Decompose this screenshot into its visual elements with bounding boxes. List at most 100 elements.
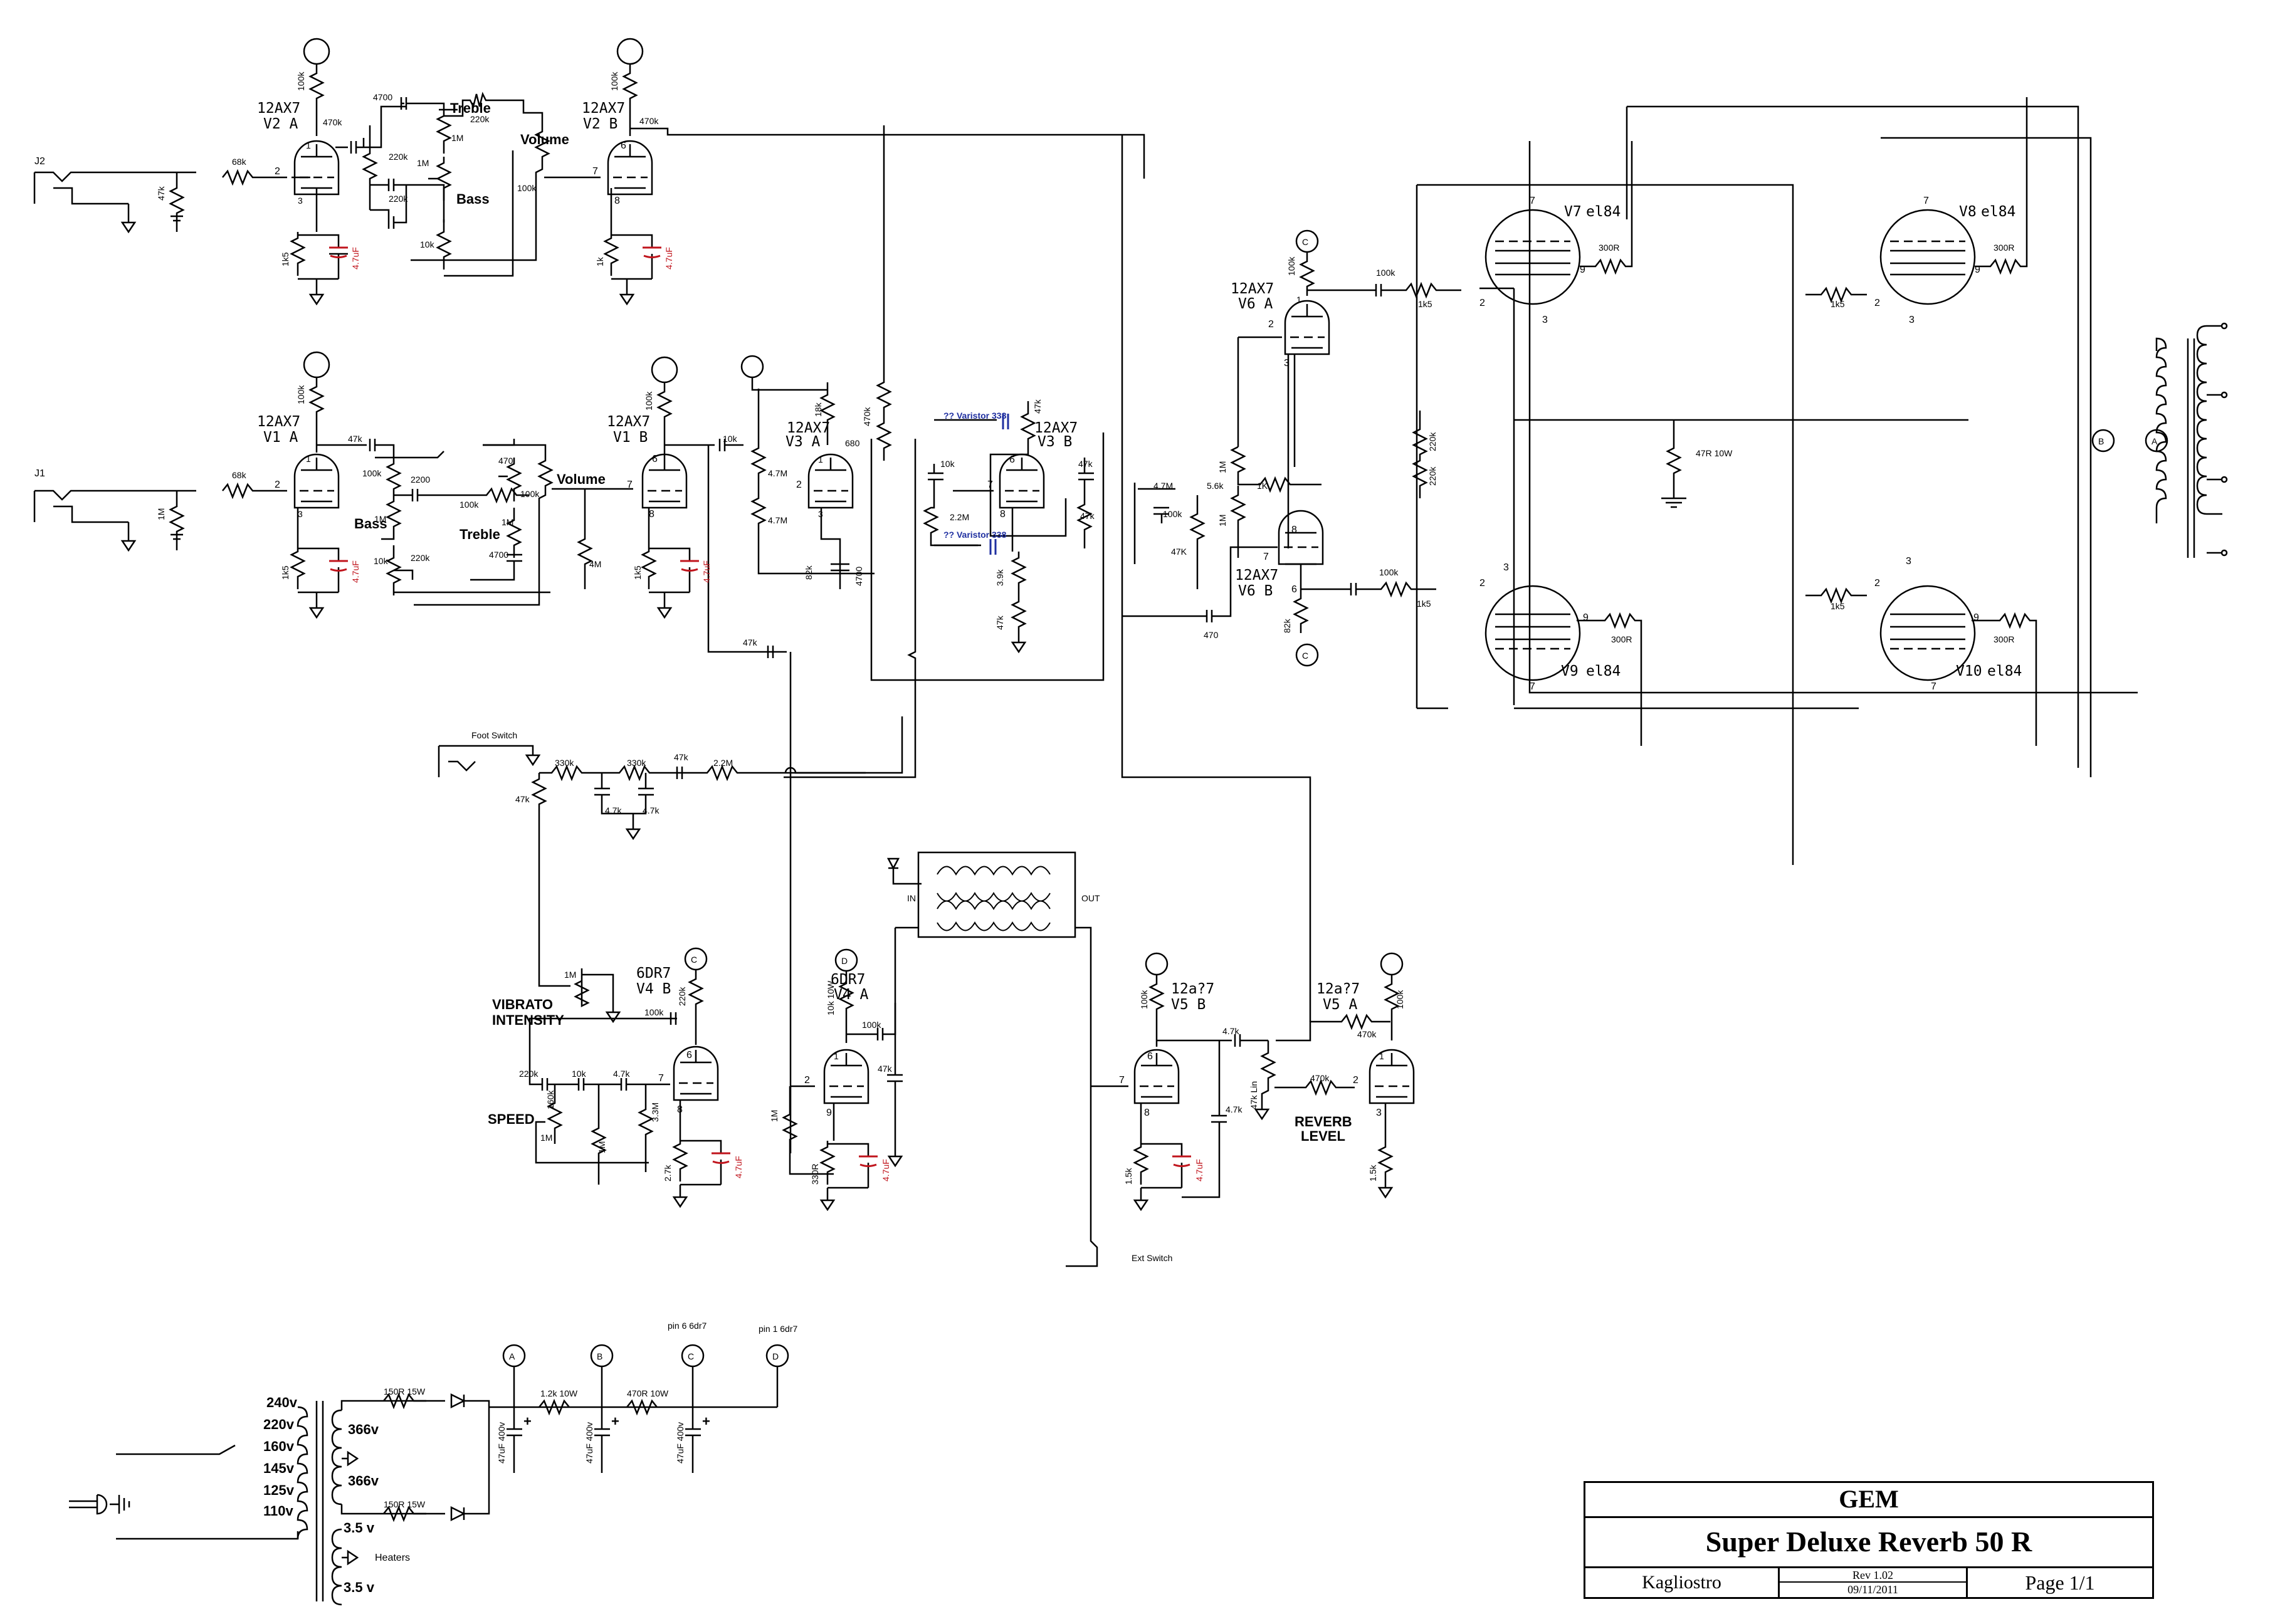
pt-heater-secondary (331, 1528, 359, 1606)
fs-47k-down (531, 773, 570, 987)
v4a-cathode-cap: 4.7uF (881, 1159, 891, 1181)
ot-tap-4 (2220, 549, 2228, 557)
v4a-id: V4 A (834, 987, 869, 1003)
v4b-pin8: 8 (677, 1104, 683, 1115)
tube-v7-grids (1495, 249, 1570, 276)
tube-v5b-envelope (1133, 1049, 1180, 1104)
v10-pin9: 9 (1973, 612, 1979, 623)
v2b-plate-r: 100k (609, 71, 619, 91)
jack-j1-label: J1 (34, 468, 45, 479)
tone-220k-2: 220k (389, 194, 408, 204)
v5b-id: V5 B (1171, 997, 1206, 1013)
sec-366-a: 366v (348, 1422, 379, 1437)
v4b-cathode-cap: 4.7uF (733, 1156, 743, 1178)
intensity-pot (574, 968, 621, 1024)
node-d-rev-label: D (841, 956, 848, 966)
v6a-plate (1299, 252, 1461, 299)
v9-pin7: 7 (1530, 681, 1535, 692)
v10-screen-r (1805, 587, 2037, 746)
v3a-pin2: 2 (796, 479, 802, 490)
tube-v4a-electrodes (831, 1053, 862, 1141)
v6b-pin7: 7 (1263, 552, 1269, 562)
vib-220k: 220k (519, 1069, 539, 1079)
cap-47k-node (767, 646, 774, 658)
v6b-id: V6 B (1238, 583, 1273, 599)
tap-110: 110v (263, 1503, 293, 1519)
v3a-plate (819, 125, 892, 461)
vib-3m3: 3.3M (650, 1103, 660, 1122)
v2a-id: V2 A (263, 116, 298, 132)
v1b-cathode-cap: 4.7uF (701, 560, 712, 583)
sec-366-b: 366v (348, 1473, 379, 1489)
plate-v2b (622, 64, 1145, 179)
tone-1m-b: 1M (417, 158, 429, 168)
rectifier-diodes (450, 1393, 777, 1522)
footswitch-label: Foot Switch (471, 730, 517, 740)
v4b-100k: 100k (644, 1007, 664, 1017)
v8-pin7: 7 (1923, 196, 1929, 206)
v4b-pin7: 7 (658, 1073, 664, 1084)
v1-1m-b: 1M (502, 517, 513, 527)
varistor-note-b: ?? Varistor 338 (943, 530, 1007, 540)
v3a-18k: 18k (813, 402, 823, 417)
node-b-ot (2091, 429, 2115, 453)
v1b-pin8: 8 (649, 509, 654, 520)
cathode-cap-v2a (329, 246, 348, 258)
v2a-cathode-cap: 4.7uF (350, 247, 360, 270)
v1b-plate-r: 100k (644, 391, 654, 411)
v1a-plate-r: 100k (296, 385, 306, 404)
v6b-pin8: 8 (1291, 525, 1297, 535)
tube-v2a-electrodes (301, 144, 332, 232)
cathode-network-v4a (819, 1141, 878, 1212)
fs-330k-a: 330k (555, 758, 574, 768)
b-plus-node-v1a (303, 351, 330, 379)
reverb-label-2: LEVEL (1301, 1128, 1345, 1144)
ct-arrow (342, 1450, 359, 1467)
node-b-ps-label: B (597, 1351, 602, 1361)
v7-pin7: 7 (1530, 196, 1535, 206)
tube-v1b: 100k 10k 12AX7 V1 B 6 7 8 1k5 4.7uF 47k (607, 356, 787, 658)
v6b-82k: 82k (1282, 618, 1292, 633)
v5a-type: 12a?7 (1316, 981, 1360, 997)
v5b-pin7: 7 (1119, 1075, 1125, 1086)
v5a-plate (1384, 975, 1400, 1040)
v2b-pin7: 7 (592, 166, 598, 177)
reverb-tank-coils (937, 866, 1051, 931)
v1a-47k: 47k (348, 434, 363, 444)
reverb-return-wire (1121, 135, 1311, 1022)
tone-4700: 4700 (373, 92, 392, 102)
vib-10k: 10k (572, 1069, 587, 1079)
v4b-220k: 220k (677, 987, 687, 1006)
cathode-network-v2a (290, 232, 348, 306)
v3a-680: 680 (845, 438, 860, 448)
v6b-type: 12AX7 (1235, 567, 1278, 584)
v1a-cathode-r: 1k5 (280, 565, 290, 580)
cathode-network-v4b (672, 1138, 730, 1208)
v3a-4700: 4700 (854, 567, 864, 586)
tube-v4b-electrodes (679, 1050, 712, 1138)
ps-220k-b: 220k (1427, 466, 1437, 486)
v7-300r: 300R (1599, 243, 1619, 253)
varistor-cap-a (1002, 414, 1009, 429)
v3b-47k-right (1076, 458, 1094, 548)
tap-220: 220v (263, 1417, 295, 1432)
v4a-plate (838, 971, 896, 1043)
cathode-cap-v4b (712, 1152, 730, 1164)
v3b-47k: 47k (1032, 399, 1043, 414)
reverb-label-1: REVERB (1295, 1114, 1352, 1129)
v4a-grid-r (782, 1085, 834, 1175)
plate-v1b (656, 382, 743, 458)
node-a-ot-label: A (2152, 436, 2158, 446)
reverb-47klin: 47k Lin (1249, 1081, 1259, 1109)
v1-grid-r-label: 68k (232, 470, 247, 480)
fs-crossover (784, 652, 903, 1153)
v1a-type: 12AX7 (257, 414, 300, 430)
v4a-pin2: 2 (804, 1075, 810, 1086)
vib-shunts (591, 1084, 654, 1185)
node-c-note: pin 6 6dr7 (668, 1321, 707, 1331)
v4b-plate (528, 970, 704, 1059)
vibrato-label-2: INTENSITY (492, 1012, 564, 1028)
cathode-network-v2b (603, 232, 661, 306)
v3a-470k: 470k (862, 407, 872, 426)
